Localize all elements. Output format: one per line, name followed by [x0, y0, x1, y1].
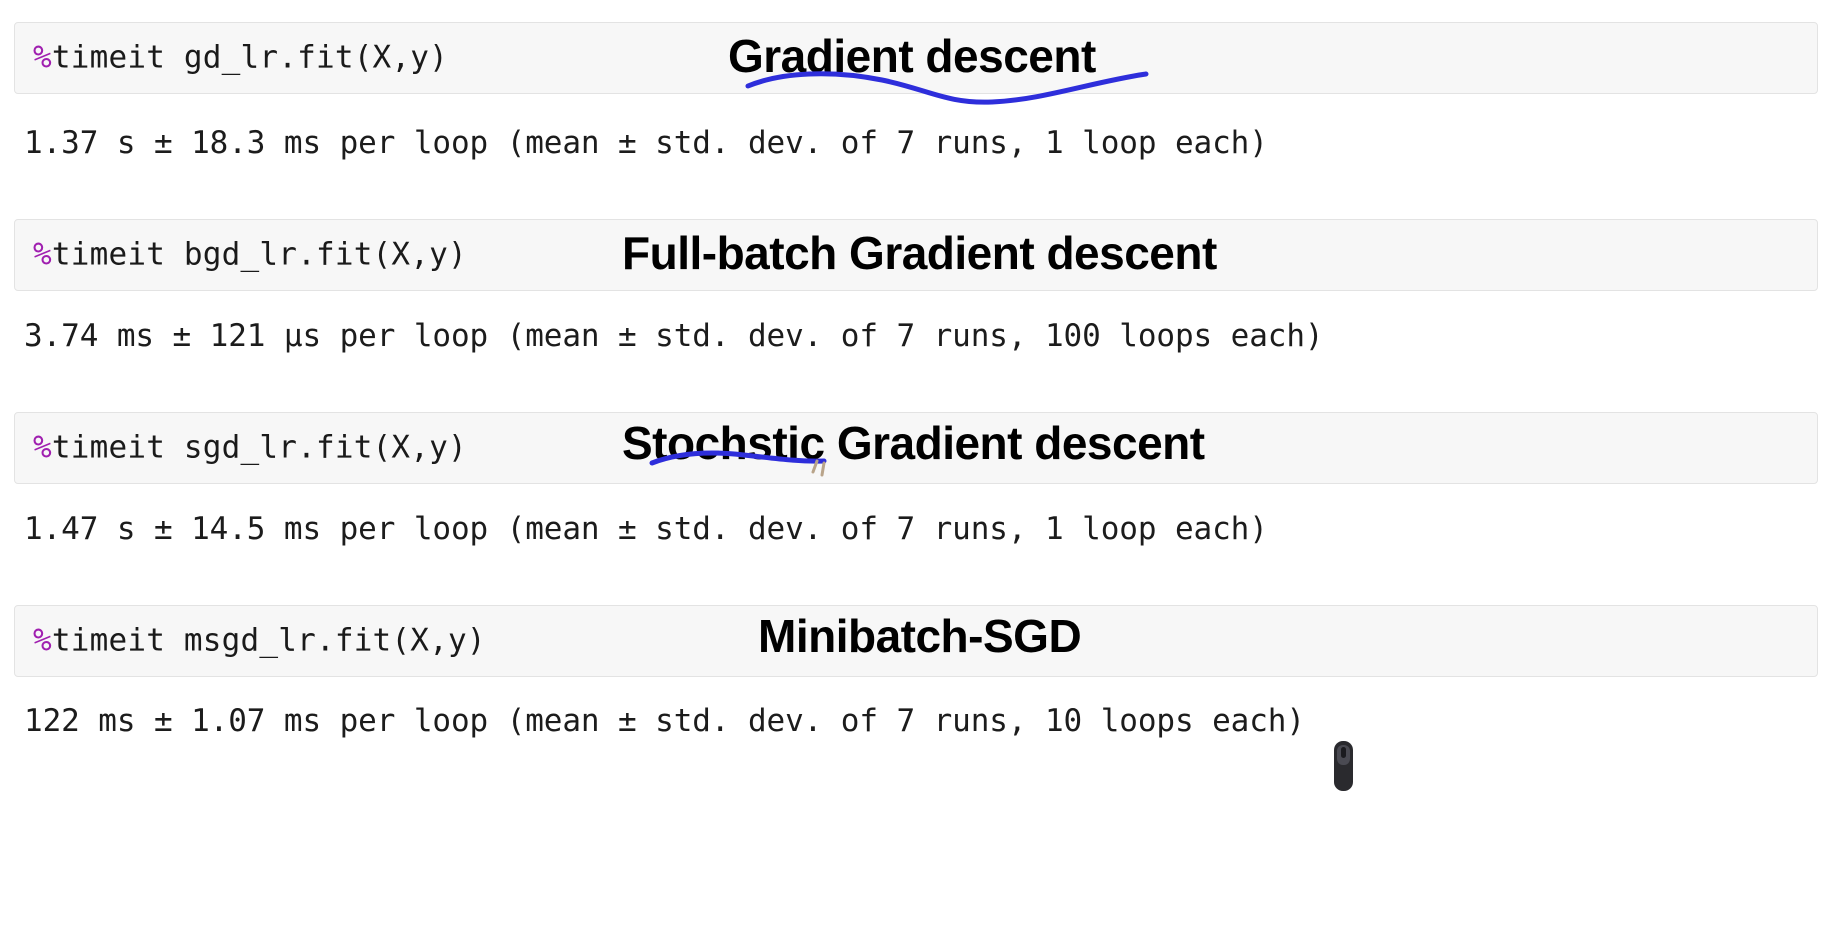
- output-bgd: 3.74 ms ± 121 µs per loop (mean ± std. d…: [24, 318, 1324, 354]
- output-msgd: 122 ms ± 1.07 ms per loop (mean ± std. d…: [24, 703, 1305, 739]
- notebook-cell-msgd: %timeit msgd_lr.fit(X,y): [14, 605, 1818, 677]
- code-text-sgd: %timeit sgd_lr.fit(X,y): [33, 429, 467, 466]
- annotation-stochstic-gradient-descent: Stochstic Gradient descent: [622, 417, 1205, 469]
- code-text-gd: %timeit gd_lr.fit(X,y): [33, 39, 449, 76]
- notebook-cell-sgd: %timeit sgd_lr.fit(X,y): [14, 412, 1818, 484]
- magic-prefix-icon: %: [33, 622, 52, 659]
- code-text-msgd: %timeit msgd_lr.fit(X,y): [33, 622, 486, 659]
- code-input-bgd[interactable]: %timeit bgd_lr.fit(X,y): [14, 219, 1818, 291]
- magic-prefix-icon: %: [33, 429, 52, 466]
- mouse-cursor-icon: [1334, 741, 1353, 791]
- code-input-sgd[interactable]: %timeit sgd_lr.fit(X,y): [14, 412, 1818, 484]
- code-body-bgd: timeit bgd_lr.fit(X,y): [51, 236, 467, 273]
- code-body-msgd: timeit msgd_lr.fit(X,y): [51, 622, 486, 659]
- code-body-gd: timeit gd_lr.fit(X,y): [51, 39, 449, 76]
- code-input-msgd[interactable]: %timeit msgd_lr.fit(X,y): [14, 605, 1818, 677]
- annotation-gradient-descent: Gradient descent: [728, 30, 1096, 82]
- notebook-cell-bgd: %timeit bgd_lr.fit(X,y): [14, 219, 1818, 291]
- output-gd: 1.37 s ± 18.3 ms per loop (mean ± std. d…: [24, 125, 1268, 161]
- magic-prefix-icon: %: [33, 236, 52, 273]
- annotation-full-batch-gradient-descent: Full-batch Gradient descent: [622, 227, 1217, 279]
- code-text-bgd: %timeit bgd_lr.fit(X,y): [33, 236, 467, 273]
- magic-prefix-icon: %: [33, 39, 52, 76]
- output-sgd: 1.47 s ± 14.5 ms per loop (mean ± std. d…: [24, 511, 1268, 547]
- annotation-minibatch-sgd: Minibatch-SGD: [758, 610, 1082, 662]
- code-body-sgd: timeit sgd_lr.fit(X,y): [51, 429, 467, 466]
